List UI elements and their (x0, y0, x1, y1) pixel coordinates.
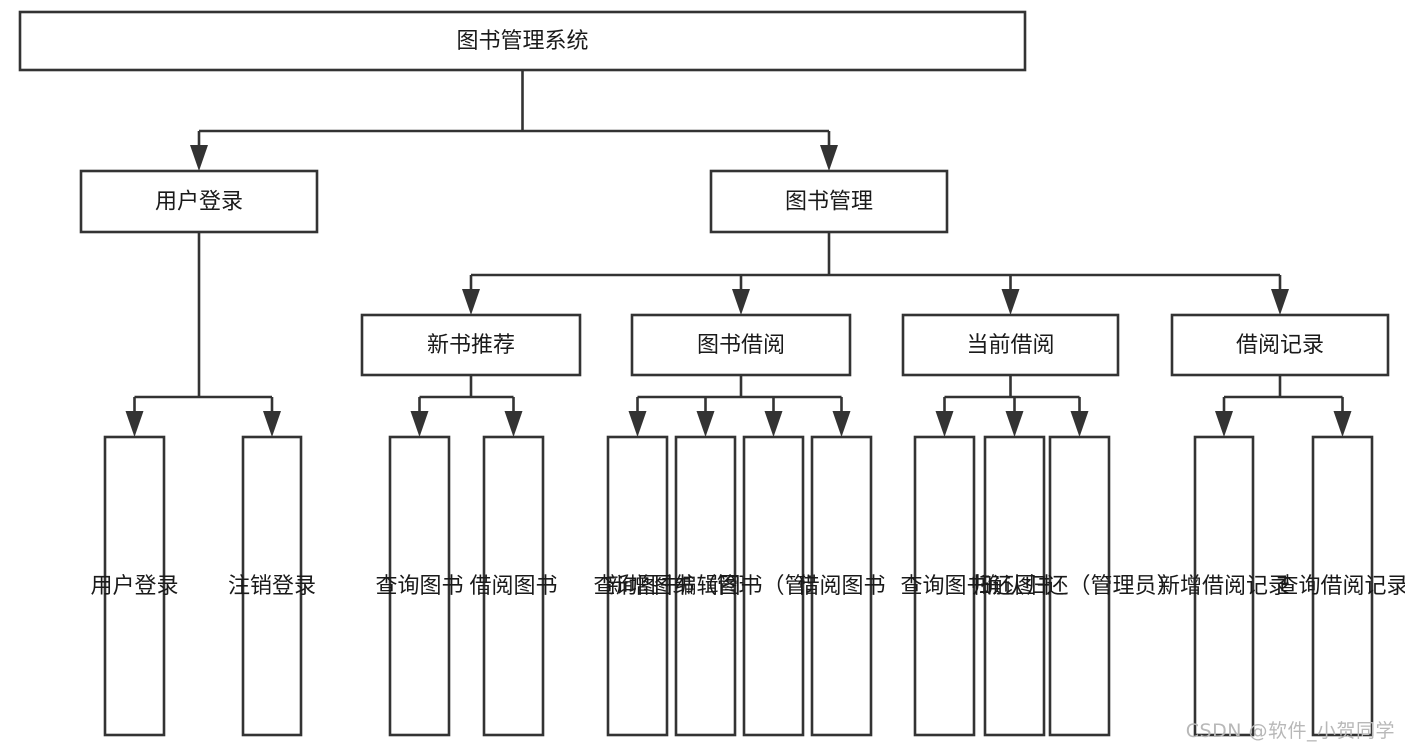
node-label: 归还图书 (970, 574, 1058, 599)
arrow-head-icon (1005, 411, 1024, 437)
node-book-borrow[interactable]: 图书借阅 (630, 313, 852, 377)
arrow-head-icon (190, 145, 208, 171)
arrow-head-icon (410, 411, 429, 437)
node-label: 确认归还（管理员） (980, 574, 1178, 599)
node-leaf-add-borrow-record[interactable]: 新增借阅记录 (1158, 435, 1290, 737)
node-leaf-query-book-current[interactable]: 查询图书 (900, 435, 989, 737)
node-leaf-confirm-return-admin[interactable]: 确认归还（管理员） (980, 435, 1179, 737)
node-label: 新增借阅记录 (1158, 574, 1290, 599)
node-box (913, 435, 976, 737)
arrow-head-icon (462, 289, 480, 315)
node-label: 查询借阅记录 (1276, 574, 1405, 599)
node-label: 查询图书 (375, 574, 463, 599)
node-leaf-return-book[interactable]: 归还图书 (970, 435, 1059, 737)
node-box (709, 169, 949, 234)
node-box (674, 435, 737, 737)
node-borrow-records[interactable]: 借阅记录 (1170, 313, 1390, 377)
node-box (1193, 435, 1255, 737)
arrow-head-icon (1333, 411, 1352, 437)
node-leaf-user-login[interactable]: 用户登录 (90, 435, 179, 737)
node-label: 借阅记录 (1236, 333, 1324, 358)
node-boxes-group: 图书管理系统用户登录图书管理新书推荐图书借阅当前借阅借阅记录用户登录注销登录查询… (18, 10, 1405, 737)
connector-lines-group (125, 70, 1352, 437)
node-box (983, 435, 1046, 737)
arrow-head-icon (820, 145, 838, 171)
arrow-head-icon (1215, 411, 1233, 437)
node-label: 借阅图书 (797, 574, 885, 599)
node-box (360, 313, 582, 377)
node-box (388, 435, 451, 737)
arrow-head-icon (263, 411, 281, 437)
node-root[interactable]: 图书管理系统 (18, 10, 1027, 72)
node-label: 图书管理系统 (456, 29, 588, 54)
node-leaf-borrow-book[interactable]: 借阅图书 (797, 435, 886, 737)
node-label: 用户登录 (90, 574, 178, 599)
node-box (810, 435, 873, 737)
arrow-head-icon (764, 411, 783, 437)
node-box (742, 435, 805, 737)
arrow-head-icon (1001, 289, 1020, 315)
node-label: 图书管理 (785, 190, 873, 215)
node-box (241, 435, 303, 737)
arrow-head-icon (1070, 411, 1089, 437)
node-box (103, 435, 166, 737)
node-label: 用户登录 (155, 190, 243, 215)
node-user-login[interactable]: 用户登录 (79, 169, 319, 234)
node-leaf-borrow-book-recommend[interactable]: 借阅图书 (469, 435, 558, 737)
node-label: 当前借阅 (966, 333, 1054, 358)
node-box (1170, 313, 1390, 377)
node-label: 图书借阅 (697, 333, 785, 358)
node-leaf-query-book-recommend[interactable]: 查询图书 (375, 435, 464, 737)
node-box (482, 435, 545, 737)
node-label: 借阅图书 (469, 574, 557, 599)
node-label: 注销登录 (228, 574, 316, 599)
node-label: 查询图书 (900, 574, 988, 599)
csdn-watermark: CSDN @软件_小贺同学 (1185, 720, 1395, 742)
node-label: 查询图书 (593, 574, 681, 599)
arrow-head-icon (832, 411, 851, 437)
node-book-management[interactable]: 图书管理 (709, 169, 949, 234)
node-leaf-query-borrow-record[interactable]: 查询借阅记录 (1276, 435, 1405, 737)
node-box (901, 313, 1120, 377)
arrow-head-icon (504, 411, 523, 437)
node-box (1048, 435, 1111, 737)
node-leaf-logout[interactable]: 注销登录 (228, 435, 316, 737)
node-box (79, 169, 319, 234)
node-label: 新书推荐 (427, 333, 515, 358)
node-new-book-recommend[interactable]: 新书推荐 (360, 313, 582, 377)
node-box (18, 10, 1027, 72)
node-leaf-edit-book-admin[interactable]: 编辑图书（管理员） (674, 435, 873, 737)
node-current-borrow[interactable]: 当前借阅 (901, 313, 1120, 377)
node-box (630, 313, 852, 377)
arrow-head-icon (935, 411, 954, 437)
arrow-head-icon (732, 289, 750, 315)
node-box (1311, 435, 1374, 737)
arrow-head-icon (628, 411, 647, 437)
arrow-head-icon (1271, 289, 1289, 315)
arrow-head-icon (125, 411, 144, 437)
node-leaf-query-book-borrow[interactable]: 查询图书 (593, 435, 682, 737)
node-box (606, 435, 669, 737)
arrow-head-icon (696, 411, 715, 437)
